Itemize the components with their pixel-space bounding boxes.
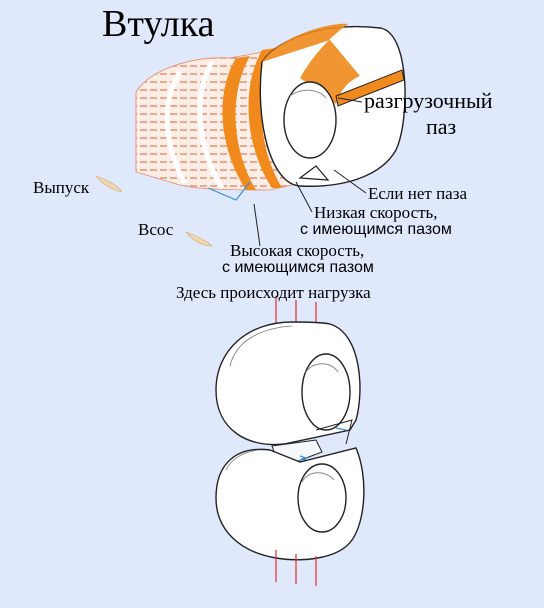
pointer-groove <box>337 97 363 103</box>
bushing-lower-bore <box>297 463 347 533</box>
inlet-arrow <box>184 231 213 247</box>
low-speed-label-line1: Низкая скорость, <box>314 203 438 222</box>
relief-groove-slot <box>335 69 405 107</box>
outlet-arrow <box>94 175 123 193</box>
high-speed-label-line1: Высокая скорость, <box>230 241 365 260</box>
high-speed-label-line2: с имеющимся пазом <box>222 259 374 276</box>
load-location-label: Здесь происходит нагрузка <box>176 283 371 302</box>
split-bushing-illustration <box>215 296 365 586</box>
load-arrows-bottom <box>275 550 317 586</box>
relief-groove-label-line1: разгрузочный <box>364 88 493 113</box>
oil-band-orange-2 <box>248 48 282 188</box>
oil-film-band-2 <box>197 60 225 190</box>
bushing-top-illustration <box>94 23 406 247</box>
no-groove-label: Если нет паза <box>368 184 467 203</box>
low-speed-label-line2: с имеющимся пазом <box>300 221 452 238</box>
outlet-label: Выпуск <box>33 178 90 197</box>
relief-groove-label-line2: паз <box>426 114 457 139</box>
bushing-upper-bore <box>301 353 351 431</box>
flow-line-1 <box>207 181 251 201</box>
pointer-no-groove <box>333 169 367 194</box>
oil-band-orange-1 <box>222 56 256 190</box>
bushing-top-notch <box>298 165 330 181</box>
diagram-title: Втулка <box>102 3 215 45</box>
bushing-top-oil <box>262 23 360 105</box>
oil-film-band-1 <box>164 70 188 185</box>
pointer-high-speed <box>253 203 261 247</box>
pointer-low-speed <box>295 181 313 213</box>
bushing-top-bore <box>283 81 337 159</box>
inlet-label: Всос <box>138 220 174 239</box>
